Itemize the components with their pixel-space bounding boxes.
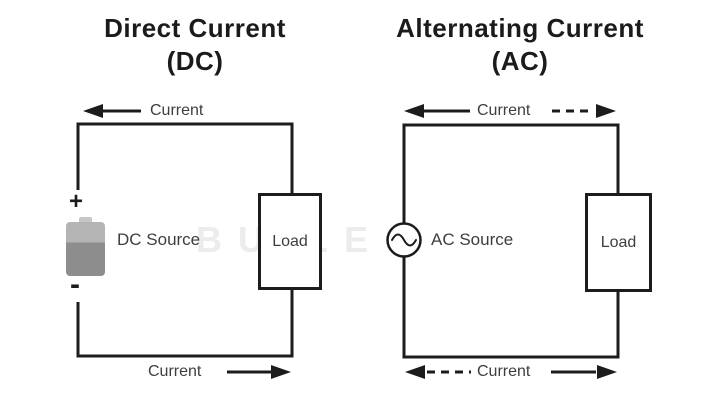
dc-title: Direct Current (DC) (60, 12, 330, 78)
ac-top-current-arrows-icon (404, 104, 616, 118)
battery-negative-sign: - (70, 268, 80, 301)
ac-title: Alternating Current (AC) (385, 12, 655, 78)
dc-title-line1: Direct Current (104, 13, 286, 43)
ac-top-current-label: Current (477, 102, 531, 119)
ac-load-box: Load (585, 193, 652, 292)
dc-top-current-label: Current (150, 102, 204, 119)
ac-circuit-wire (402, 123, 620, 359)
dc-title-line2: (DC) (166, 46, 224, 76)
ac-source-label: AC Source (431, 230, 514, 249)
dc-load-box: Load (258, 193, 322, 290)
battery-positive-sign: + (69, 188, 84, 215)
battery-terminal-nub (79, 217, 92, 222)
ac-load-label: Load (600, 233, 637, 251)
dc-load-label: Load (272, 232, 308, 250)
ac-bottom-current-arrows-icon (405, 365, 617, 379)
dc-top-current-arrow-left-icon (83, 104, 141, 118)
dc-source-label: DC Source (117, 230, 201, 249)
dc-bottom-current-arrow-right-icon (227, 365, 291, 379)
battery-body (66, 222, 105, 276)
ac-top-arrowhead-right (596, 104, 616, 118)
ac-bottom-current-label: Current (477, 363, 531, 380)
ac-wire-loop (402, 123, 620, 359)
dc-bottom-current-label: Current (148, 363, 202, 380)
ac-bottom-arrowhead-left (405, 365, 425, 379)
ac-bottom-arrowhead-right (597, 365, 617, 379)
sine-wave-icon (391, 233, 417, 247)
dc-top-arrowhead-left (83, 104, 103, 118)
battery-icon (66, 217, 105, 276)
dc-bottom-arrowhead-right (271, 365, 291, 379)
ac-title-line1: Alternating Current (396, 13, 644, 43)
ac-top-arrowhead-left (404, 104, 424, 118)
ac-source-icon (386, 222, 422, 258)
ac-title-line2: (AC) (491, 46, 549, 76)
